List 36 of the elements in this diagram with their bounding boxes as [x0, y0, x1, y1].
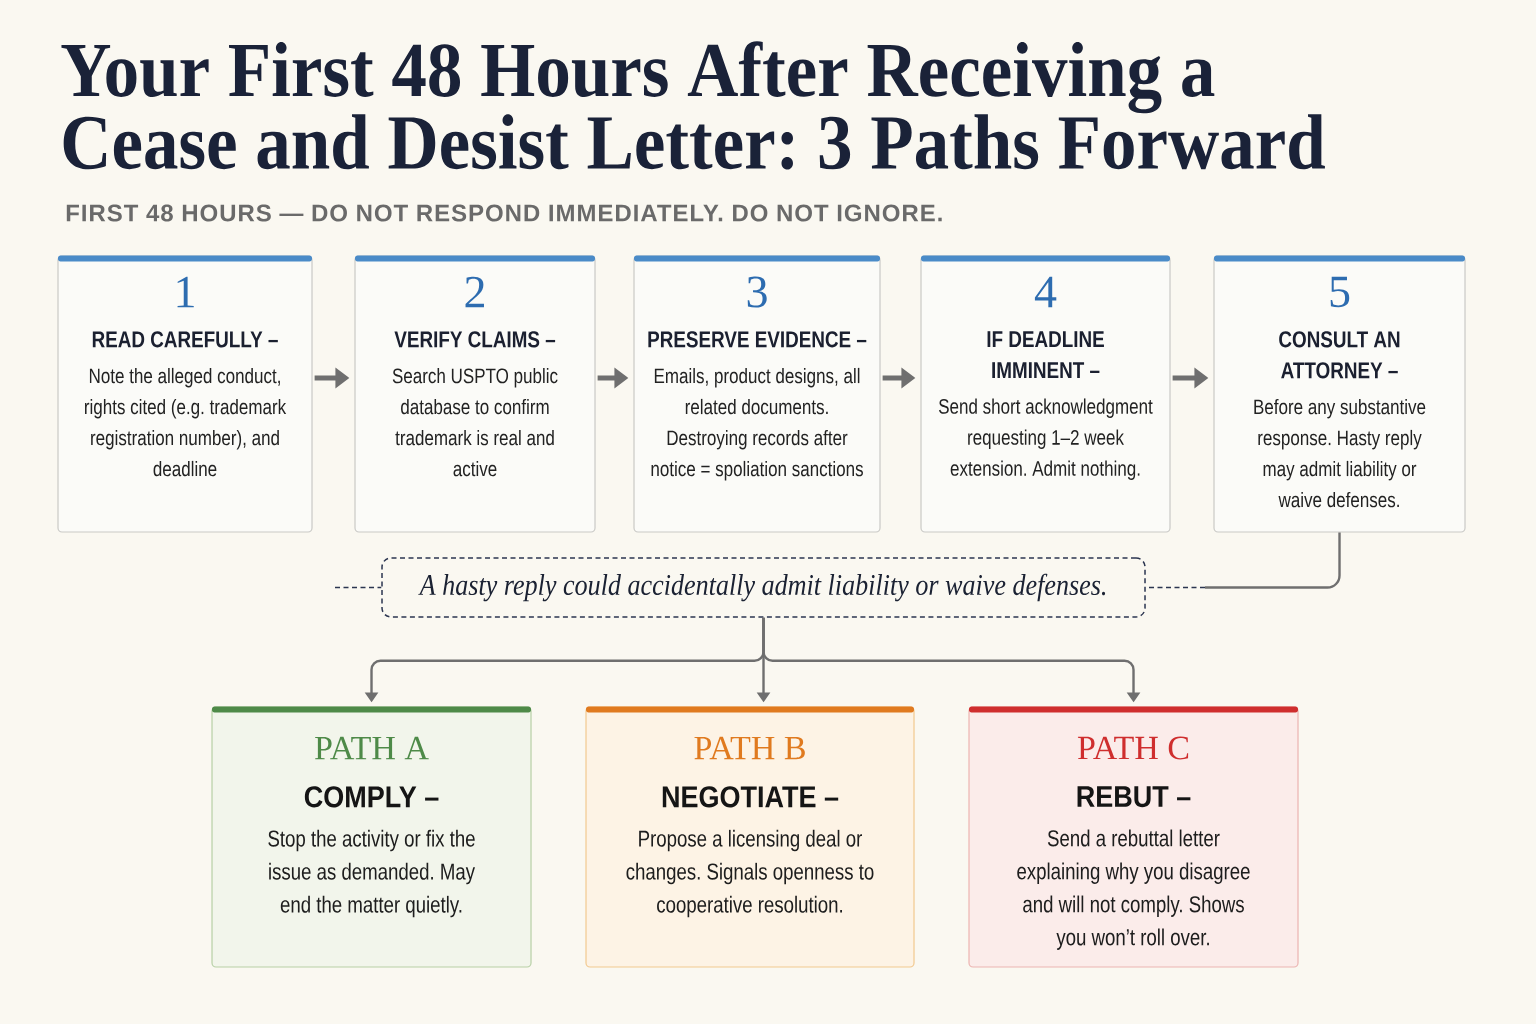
- step-card: [920, 255, 1171, 533]
- dashed-line: [334, 586, 382, 589]
- step-card: [1213, 255, 1466, 533]
- path-card: [968, 706, 1299, 968]
- path-title: PATH C: [1077, 736, 1189, 760]
- step-number: 3: [747, 276, 767, 308]
- step-card: [354, 255, 596, 533]
- step-number: 5: [1330, 276, 1350, 308]
- step-text: Before any substantive response. Hasty reply may admit liability or waive defenses.: [1254, 398, 1426, 508]
- path-text: Send a rebuttal letter explaining why you disagree and will not comply. Shows you won’t roll over.: [1017, 829, 1250, 950]
- step-heading: IF DEADLINE IMMINENT –: [987, 331, 1104, 378]
- path-heading: NEGOTIATE –: [662, 786, 839, 808]
- step-card: [633, 255, 881, 533]
- step-card: [57, 255, 313, 533]
- step-heading: CONSULT AN ATTORNEY –: [1279, 331, 1400, 379]
- step-text: Emails, product designs, all related documents. Destroying records after notice = spoliation sanctions: [651, 367, 863, 481]
- step-number: 4: [1034, 276, 1057, 308]
- step-heading: PRESERVE EVIDENCE –: [648, 331, 867, 348]
- path-card: [585, 706, 915, 968]
- step-heading: VERIFY CLAIMS –: [394, 331, 556, 348]
- path-title: PATH B: [694, 736, 805, 760]
- step-heading: READ CAREFULLY –: [92, 331, 278, 348]
- path-heading: REBUT –: [1077, 786, 1191, 808]
- path-title: PATH A: [315, 736, 429, 760]
- callout-box: A hasty reply could accidentally admit liability or waive defenses.: [381, 557, 1146, 618]
- path-text: Stop the activity or fix the issue as demanded. May end the matter quietly.: [268, 829, 475, 918]
- subtitle: FIRST 48 HOURS — DO NOT RESPOND IMMEDIATELY. DO NOT IGNORE.: [66, 204, 942, 222]
- step-text: Search USPTO public database to confirm trademark is real and active: [392, 367, 558, 477]
- step-number: 2: [465, 276, 484, 308]
- step-text: Send short acknowledgment requesting 1–2 week extension. Admit nothing.: [938, 398, 1153, 480]
- step-text: Note the alleged conduct, rights cited (e.g. trademark registration number), and deadline: [85, 367, 287, 477]
- path-card: [211, 706, 532, 968]
- path-heading: COMPLY –: [304, 786, 439, 808]
- title: Your First 48 Hours After Receiving a Cease and Desist Letter: 3 Paths Forward: [61, 41, 1325, 170]
- step-number: 1: [177, 276, 194, 308]
- path-text: Propose a licensing deal or changes. Signals openness to cooperative resolution.: [626, 829, 874, 918]
